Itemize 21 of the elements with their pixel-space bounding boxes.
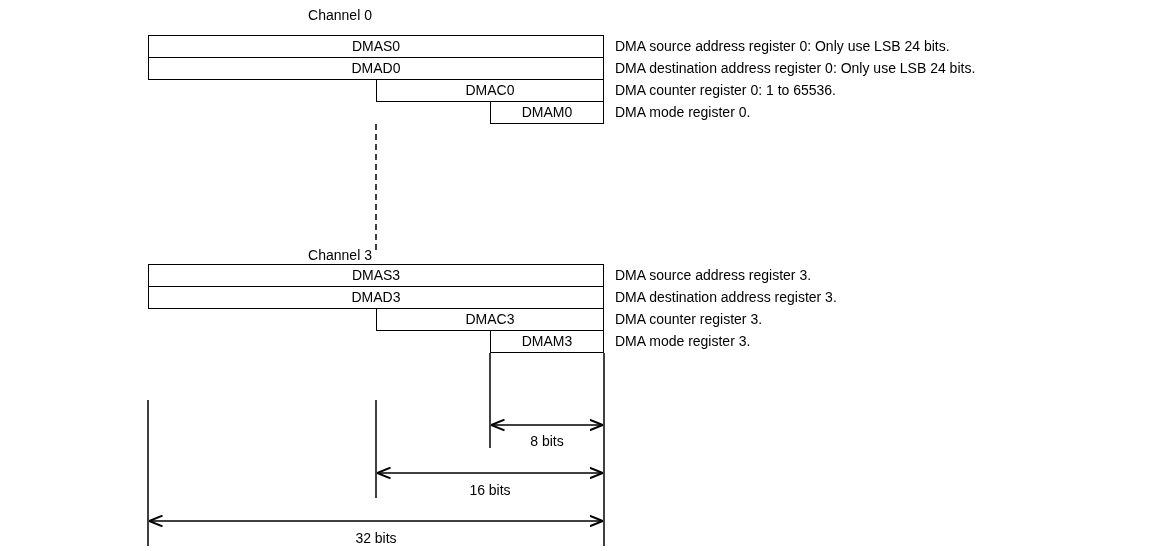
register-description: DMA source address register 3.: [615, 266, 812, 284]
channel-label: Channel 3: [308, 246, 372, 264]
register-bar: DMAS3: [148, 264, 604, 287]
channel-label: Channel 0: [308, 6, 372, 24]
register-bar: DMAD3: [148, 286, 604, 309]
register-description: DMA mode register 0.: [615, 103, 751, 121]
register-bar: DMAD0: [148, 57, 604, 80]
register-bar: DMAM3: [490, 330, 604, 353]
dimension-label: 8 bits: [530, 432, 564, 450]
register-description: DMA destination address register 3.: [615, 288, 837, 306]
register-description: DMA destination address register 0: Only use LSB 24 bits.: [615, 59, 976, 77]
register-bar: DMAS0: [148, 35, 604, 58]
register-description: DMA source address register 0: Only use LSB 24 bits.: [615, 37, 950, 55]
register-description: DMA mode register 3.: [615, 332, 751, 350]
dimension-label: 32 bits: [355, 529, 397, 547]
register-description: DMA counter register 3.: [615, 310, 763, 328]
register-description: DMA counter register 0: 1 to 65536.: [615, 81, 836, 99]
register-bar: DMAC0: [376, 79, 604, 102]
register-bar: DMAM0: [490, 101, 604, 124]
dimension-label: 16 bits: [469, 481, 511, 499]
register-bar: DMAC3: [376, 308, 604, 331]
